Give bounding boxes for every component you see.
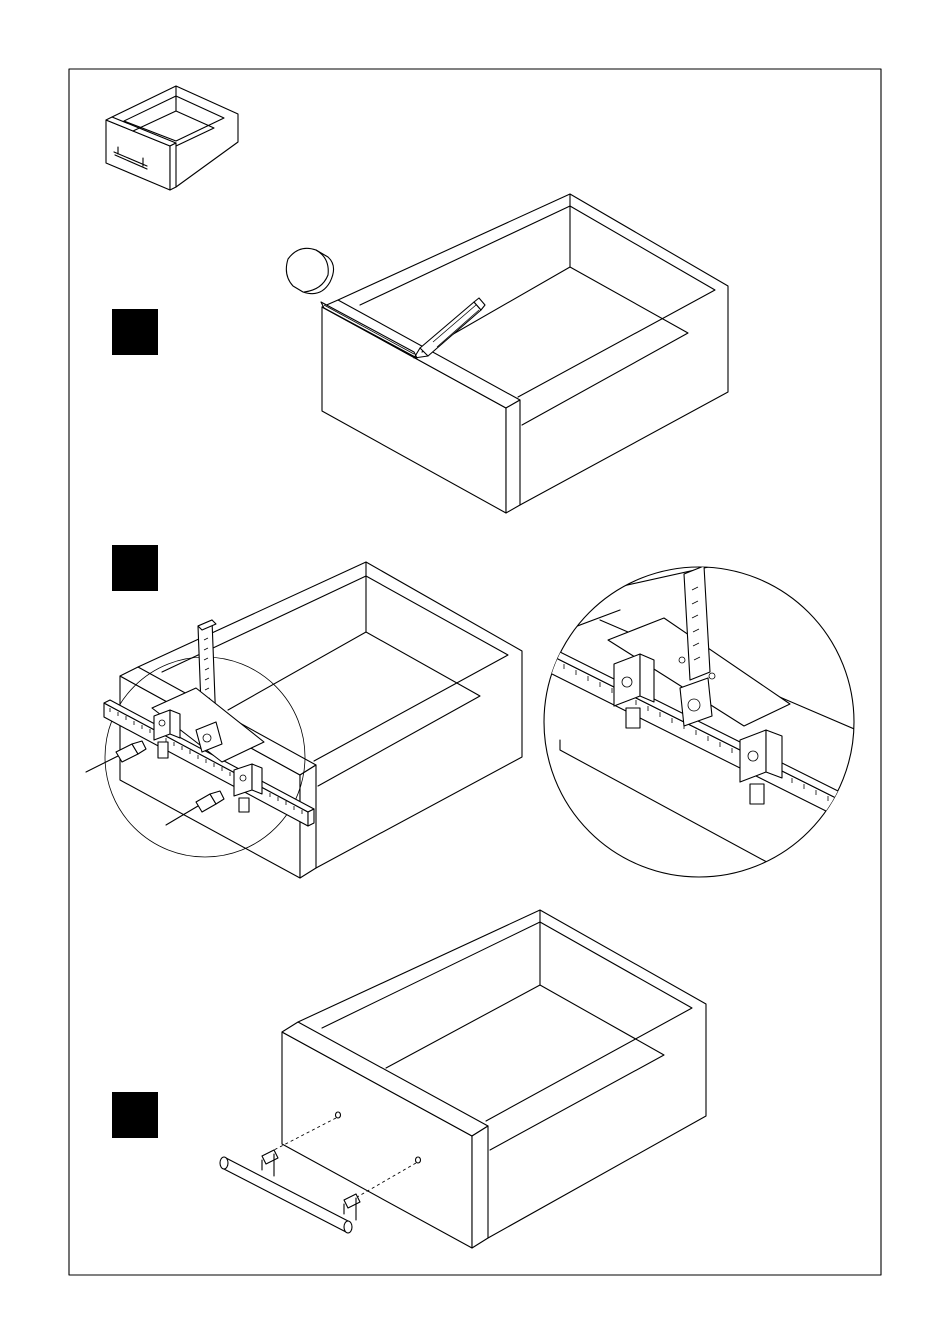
step-2-marker [112,545,158,591]
step-1-drawer-icon [322,194,728,513]
step-1-marker [112,309,158,355]
pencil-icon [414,298,485,358]
step-3-drawer-icon [282,910,706,1248]
page-frame [69,69,881,1275]
overview-drawer-icon [106,86,238,190]
step-3-marker [112,1092,158,1138]
